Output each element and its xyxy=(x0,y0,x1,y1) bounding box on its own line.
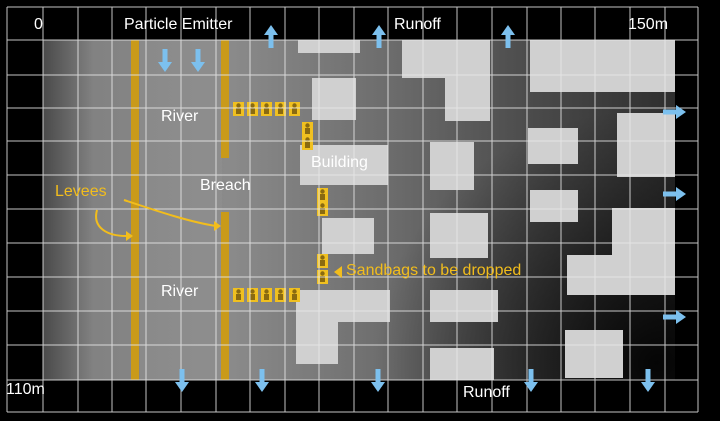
levee-pointer-right-head xyxy=(214,221,221,231)
levees-label: Levees xyxy=(55,183,107,200)
levee-pointer-left xyxy=(95,209,127,237)
building-blocks xyxy=(296,40,675,380)
axis-origin-label: 0 xyxy=(34,16,43,33)
grid-lines xyxy=(6,6,699,413)
levee-pointer-left-head xyxy=(126,231,133,241)
building-main xyxy=(300,145,388,185)
breach-label: Breach xyxy=(200,177,251,194)
building-label: Building xyxy=(311,154,368,171)
sandbag-pointer-icon xyxy=(334,266,342,278)
levee-right-upper xyxy=(221,40,229,158)
river-lower-label: River xyxy=(161,283,199,300)
axis-y-end-label: 110m xyxy=(6,381,45,398)
runoff-bottom-label: Runoff xyxy=(463,384,510,401)
axis-x-end-label: 150m xyxy=(628,16,669,33)
sandbag-row-top xyxy=(233,102,300,116)
river-upper-label: River xyxy=(161,108,199,125)
levee-right-lower xyxy=(221,212,229,380)
sandbags-label: Sandbags to be dropped xyxy=(346,262,522,279)
particle-emitter-label: Particle Emitter xyxy=(124,16,233,33)
levee-pointer-right xyxy=(123,199,217,227)
runoff-top-label: Runoff xyxy=(394,16,441,33)
levee-left xyxy=(131,40,139,380)
sandbag-row-bottom xyxy=(233,288,300,302)
